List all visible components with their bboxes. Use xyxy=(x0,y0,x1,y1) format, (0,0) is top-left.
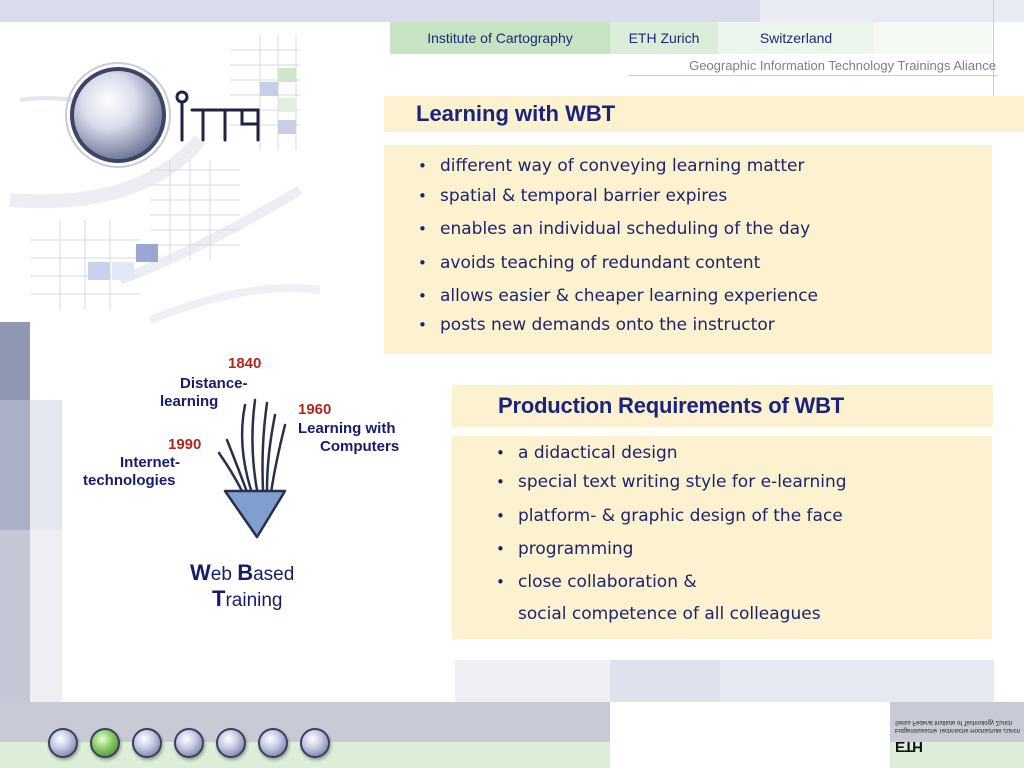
gitta-logo-icon xyxy=(9,35,321,324)
section-title-production-requirements: Production Requirements of WBT xyxy=(452,385,993,427)
label-computers: Computers xyxy=(320,438,400,455)
learning-with-wbt-panel: •different way of conveying learning mat… xyxy=(384,145,992,354)
slide-pager xyxy=(48,728,330,758)
list-item: •different way of conveying learning mat… xyxy=(418,156,805,176)
nav-ball-icon-active[interactable] xyxy=(90,728,120,758)
label-learning-with: Learning with xyxy=(298,420,396,437)
year-1990: 1990 xyxy=(168,436,202,453)
convergence-arrow-icon xyxy=(217,398,287,539)
year-1960: 1960 xyxy=(298,401,332,418)
eth-logo: ETH xyxy=(895,738,922,755)
nav-eth-zurich[interactable]: ETH Zurich xyxy=(610,22,718,54)
production-requirements-panel: •a didactical design •special text writi… xyxy=(452,436,992,639)
nav-ball-icon[interactable] xyxy=(216,728,246,758)
list-item: •programming xyxy=(496,539,634,559)
nav-ball-icon[interactable] xyxy=(258,728,288,758)
list-item: •special text writing style for e-learni… xyxy=(496,472,847,492)
label-internet: Internet- xyxy=(120,454,180,471)
list-item: •posts new demands onto the instructor xyxy=(418,315,775,335)
top-strip xyxy=(0,0,1024,22)
year-1840: 1840 xyxy=(228,355,262,372)
list-item: •enables an individual scheduling of the… xyxy=(418,219,811,239)
list-item: •platform- & graphic design of the face xyxy=(496,506,843,526)
list-item: •close collaboration & xyxy=(496,572,697,592)
section-title-learning-with-wbt: Learning with WBT xyxy=(384,96,1024,132)
nav-institute-of-cartography[interactable]: Institute of Cartography xyxy=(390,22,610,54)
label-distance: Distance- xyxy=(180,375,248,392)
site-subtitle: Geographic Information Technology Traini… xyxy=(689,58,996,73)
list-item: •a didactical design xyxy=(496,443,678,463)
eth-institution-text: Eidgenössische Technische Hochschule Zür… xyxy=(895,719,1020,733)
web-based-training-label: Web Based xyxy=(190,560,295,585)
list-item: •avoids teaching of redundant content xyxy=(418,253,761,273)
nav-ball-icon[interactable] xyxy=(174,728,204,758)
label-learning: learning xyxy=(160,393,219,410)
list-item-continuation: social competence of all colleagues xyxy=(518,604,821,624)
label-technologies: technologies xyxy=(83,472,176,489)
nav-switzerland[interactable]: Switzerland xyxy=(718,22,874,54)
nav-ball-icon[interactable] xyxy=(48,728,78,758)
list-item: •spatial & temporal barrier expires xyxy=(418,186,728,206)
nav-ball-icon[interactable] xyxy=(300,728,330,758)
training-label: Training xyxy=(212,586,283,611)
nav-ball-icon[interactable] xyxy=(132,728,162,758)
list-item: •allows easier & cheaper learning experi… xyxy=(418,286,819,306)
